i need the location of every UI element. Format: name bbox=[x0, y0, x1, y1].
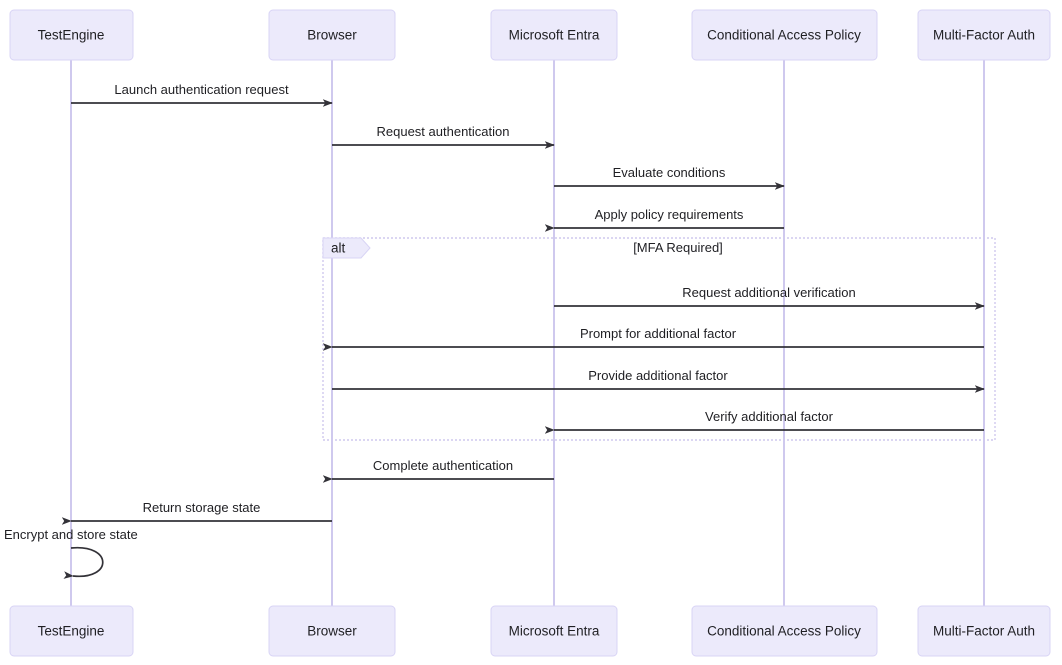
message-label: Request authentication bbox=[377, 124, 510, 139]
participant-label: Microsoft Entra bbox=[509, 624, 600, 639]
participant-label: Conditional Access Policy bbox=[707, 28, 861, 43]
message-m9: Complete authentication bbox=[322, 458, 554, 483]
fragment-condition-label: [MFA Required] bbox=[633, 240, 723, 255]
participant-box[interactable] bbox=[268, 605, 396, 657]
participant-box[interactable] bbox=[691, 9, 878, 61]
message-label: Request additional verification bbox=[682, 285, 855, 300]
participant-box[interactable] bbox=[9, 605, 134, 657]
participant-label: TestEngine bbox=[38, 28, 105, 43]
message-m8: Verify additional factor bbox=[544, 409, 984, 434]
message-m10: Return storage state bbox=[61, 500, 332, 525]
participant-entra-top[interactable]: Microsoft Entra bbox=[490, 9, 618, 61]
participant-box[interactable] bbox=[490, 605, 618, 657]
participant-browser-top[interactable]: Browser bbox=[268, 9, 396, 61]
fragment-tab-label: alt bbox=[331, 241, 346, 256]
participant-label: Multi-Factor Auth bbox=[933, 28, 1035, 43]
participant-testengine-bottom[interactable]: TestEngine bbox=[9, 605, 134, 657]
participant-label: Multi-Factor Auth bbox=[933, 624, 1035, 639]
participant-testengine-top[interactable]: TestEngine bbox=[9, 9, 134, 61]
message-label: Launch authentication request bbox=[114, 82, 289, 97]
message-label: Return storage state bbox=[143, 500, 261, 515]
participants-top-group: TestEngine Browser Microsoft Entra Conditio… bbox=[9, 9, 1051, 61]
fragment-alt: alt [MFA Required] bbox=[322, 237, 996, 441]
participant-box[interactable] bbox=[490, 9, 618, 61]
fragment-frame bbox=[322, 237, 996, 441]
participant-label: Microsoft Entra bbox=[509, 28, 600, 43]
participant-mfa-bottom[interactable]: Multi-Factor Auth bbox=[917, 605, 1051, 657]
message-label: Evaluate conditions bbox=[613, 165, 726, 180]
participant-entra-bottom[interactable]: Microsoft Entra bbox=[490, 605, 618, 657]
message-label: Prompt for additional factor bbox=[580, 326, 737, 341]
message-m7: Provide additional factor bbox=[332, 368, 985, 393]
participant-capolicy-top[interactable]: Conditional Access Policy bbox=[691, 9, 878, 61]
participant-capolicy-bottom[interactable]: Conditional Access Policy bbox=[691, 605, 878, 657]
message-label: Complete authentication bbox=[373, 458, 513, 473]
message-label: Provide additional factor bbox=[588, 368, 728, 383]
participant-label: Browser bbox=[307, 28, 357, 43]
participant-box[interactable] bbox=[917, 605, 1051, 657]
message-self-loop bbox=[63, 546, 104, 579]
participant-label: Conditional Access Policy bbox=[707, 624, 861, 639]
participant-box[interactable] bbox=[268, 9, 396, 61]
message-m2: Request authentication bbox=[332, 124, 555, 149]
message-m5: Request additional verification bbox=[554, 285, 985, 310]
fragments-group: alt [MFA Required] bbox=[322, 237, 996, 441]
message-m6: Prompt for additional factor bbox=[322, 326, 984, 351]
participant-label: Browser bbox=[307, 624, 357, 639]
message-label: Verify additional factor bbox=[705, 409, 834, 424]
message-m3: Evaluate conditions bbox=[554, 165, 785, 190]
message-label: Encrypt and store state bbox=[4, 527, 138, 542]
participant-box[interactable] bbox=[691, 605, 878, 657]
message-m11: Encrypt and store state bbox=[4, 527, 138, 579]
participant-browser-bottom[interactable]: Browser bbox=[268, 605, 396, 657]
participants-bottom-group: TestEngine Browser Microsoft Entra Conditio… bbox=[9, 605, 1051, 657]
lifelines-group bbox=[70, 60, 985, 606]
participant-box[interactable] bbox=[917, 9, 1051, 61]
message-label: Apply policy requirements bbox=[595, 207, 744, 222]
participant-box[interactable] bbox=[9, 9, 134, 61]
message-m1: Launch authentication request bbox=[71, 82, 333, 107]
message-m4: Apply policy requirements bbox=[544, 207, 784, 232]
participant-mfa-top[interactable]: Multi-Factor Auth bbox=[917, 9, 1051, 61]
participant-label: TestEngine bbox=[38, 624, 105, 639]
fragment-tab bbox=[322, 237, 371, 259]
